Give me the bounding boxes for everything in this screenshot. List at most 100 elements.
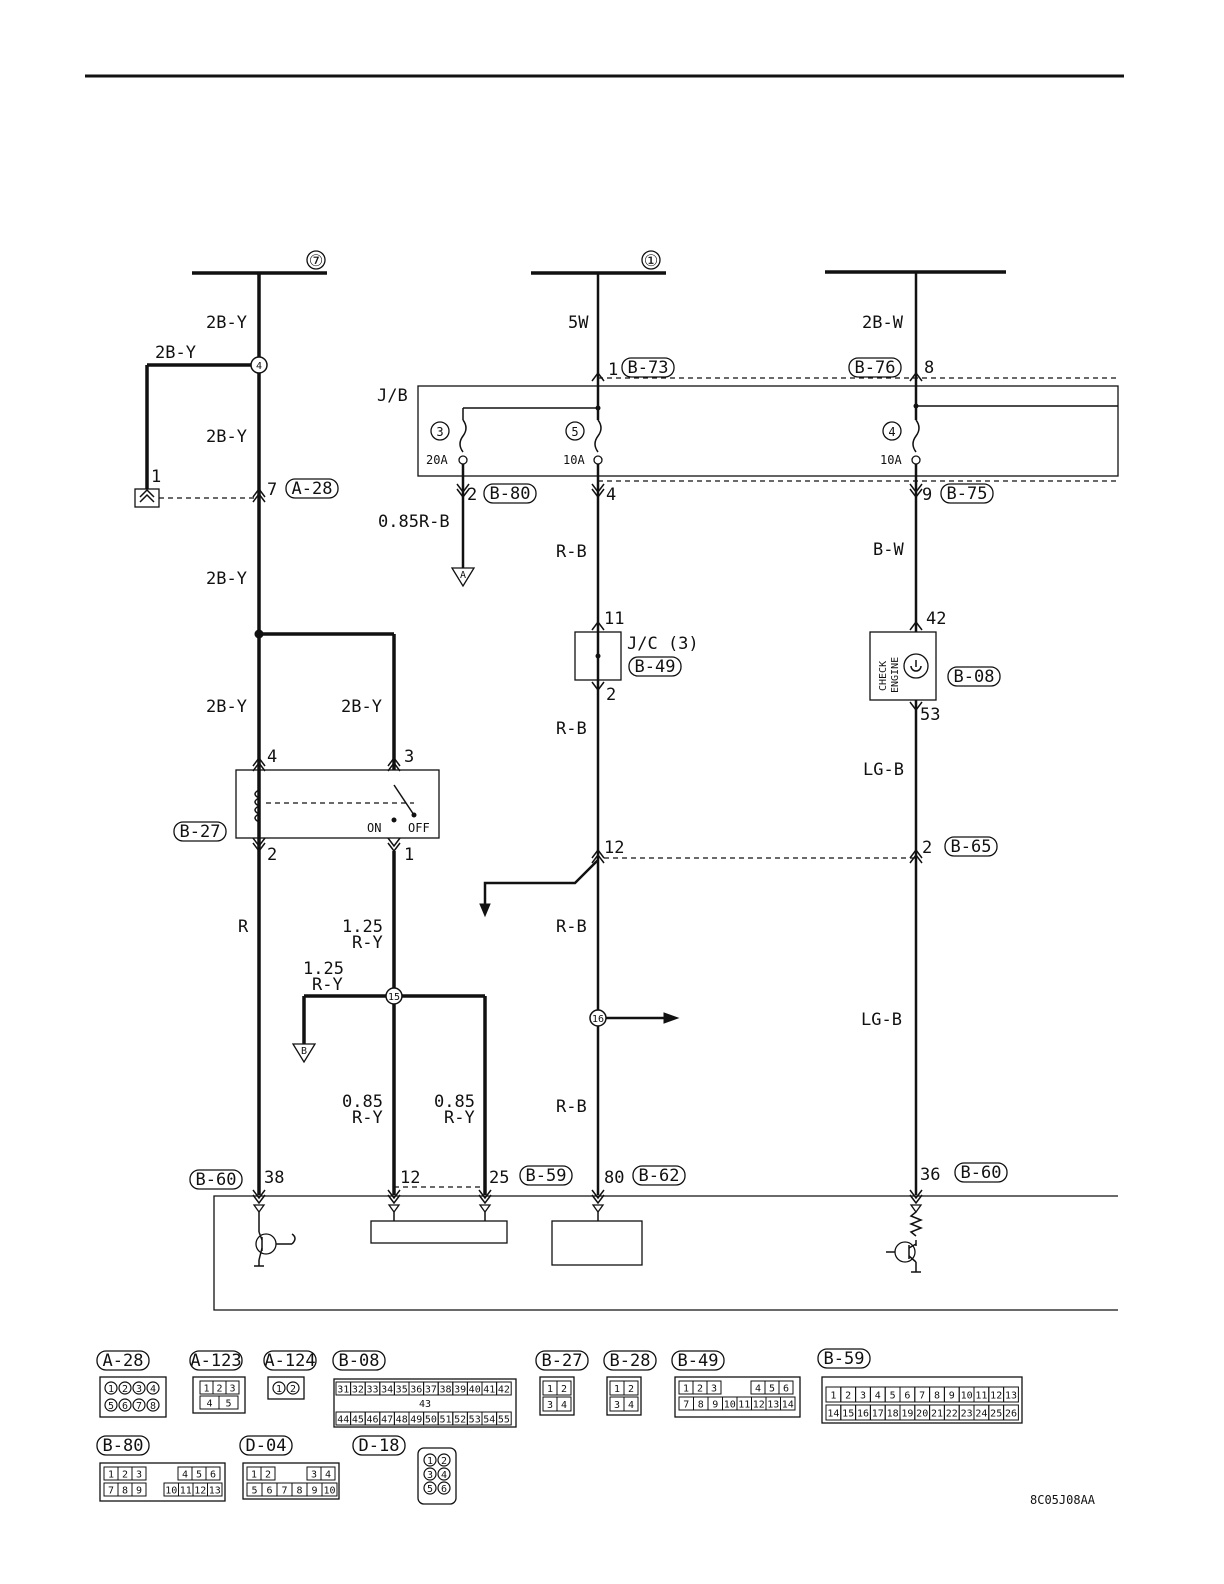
legend-pin-number: 15 <box>842 1409 854 1420</box>
legend-pin-number: 13 <box>209 1486 221 1497</box>
legend-pin-number: 33 <box>366 1385 378 1396</box>
legend-pin-number: 2 <box>697 1384 703 1395</box>
legend-pin-number: 8 <box>150 1401 156 1412</box>
wire-label-125ry-a-color: R-Y <box>352 933 383 953</box>
legend-pin-number: 2 <box>216 1384 222 1395</box>
legend-pin-number: 6 <box>441 1484 447 1495</box>
legend-pin-cell <box>423 1453 437 1467</box>
wire-label-125ry-a-size: 1.25 <box>342 917 383 937</box>
legend-pin-number: 8 <box>934 1391 940 1402</box>
wire-label-125ry-b-color: R-Y <box>312 975 343 995</box>
legend-pin-number: 17 <box>872 1409 884 1420</box>
legend-b08-mid-pin: 43 <box>419 1399 431 1410</box>
legend-pin-number: 6 <box>904 1391 910 1402</box>
legend-pin-cell <box>780 1396 796 1411</box>
wire-label-r: R <box>238 917 249 937</box>
wire-label-085ry-a-size: 0.85 <box>342 1092 383 1112</box>
legend-b80-label: B-80 <box>103 1436 144 1456</box>
connector-tag-b62 <box>632 1165 686 1186</box>
legend-pin-number: 5 <box>427 1484 433 1495</box>
legend-pin-number: 6 <box>266 1486 272 1497</box>
legend-pin-cell <box>706 1380 722 1395</box>
legend-pin-number: 4 <box>755 1384 761 1395</box>
ground-a-label: A <box>460 570 466 581</box>
legend-pin-number: 10 <box>724 1400 736 1411</box>
legend-pin-cell <box>1003 1404 1019 1421</box>
b76-pin-mark <box>909 371 923 382</box>
legend-pin-number: 40 <box>469 1385 481 1396</box>
legend-pin-number: 13 <box>767 1400 779 1411</box>
legend-pin-number: 53 <box>469 1415 481 1426</box>
legend-pin-number: 6 <box>122 1401 128 1412</box>
legend-pin-number: 2 <box>122 1470 128 1481</box>
legend-pin-cell <box>205 1466 221 1481</box>
pin-a28-7: 7 <box>267 480 277 500</box>
legend-pin-cell <box>207 1482 223 1497</box>
joint-connector-b49 <box>574 620 622 692</box>
legend-pin-number: 16 <box>857 1409 869 1420</box>
legend-pin-number: 3 <box>711 1384 717 1395</box>
legend-pin-number: 3 <box>136 1384 142 1395</box>
legend-pin-number: 18 <box>887 1409 899 1420</box>
legend-pin-cell <box>423 1467 437 1481</box>
legend-pin-number: 4 <box>150 1384 156 1395</box>
fuse-4-rating: 10A <box>880 453 902 467</box>
jc-label: J/C (3) <box>627 634 699 654</box>
wire-label-125ry-b-size: 1.25 <box>303 959 344 979</box>
pin-b80-2: 2 <box>467 485 477 505</box>
legend-pin-cell <box>437 1453 451 1467</box>
connector-tag-b73 <box>621 357 675 378</box>
wire-label-2by-mid: 2B-Y <box>206 427 247 447</box>
fuse-3 <box>430 419 468 465</box>
legend-pin-number: 1 <box>108 1384 114 1395</box>
fuse-5-number: 5 <box>571 425 578 439</box>
legend-pin-number: 25 <box>990 1409 1002 1420</box>
wire-label-rb-3: R-B <box>556 917 587 937</box>
wire-label-2by-relay3: 2B-Y <box>341 697 382 717</box>
legend-pin-number: 50 <box>425 1415 437 1426</box>
splice-15-label: 15 <box>388 992 400 1003</box>
legend-pin-cell <box>104 1398 118 1412</box>
junction-block <box>417 377 1119 482</box>
connector-b73-label: B-73 <box>628 358 669 378</box>
legend-pin-number: 5 <box>108 1401 114 1412</box>
legend-pin-number: 26 <box>1005 1409 1017 1420</box>
engine-ecu <box>213 1189 1118 1311</box>
connector-tag-b65 <box>944 836 998 857</box>
legend-pin-cell <box>1003 1386 1019 1403</box>
legend-pin-number: 8 <box>122 1486 128 1497</box>
connector-b60-right-label: B-60 <box>961 1163 1002 1183</box>
legend-pin-number: 1 <box>276 1384 282 1395</box>
legend-pin-cell <box>146 1381 160 1395</box>
pin-relay-3: 3 <box>404 747 414 767</box>
legend-pin-number: 3 <box>136 1470 142 1481</box>
legend-pin-number: 4 <box>875 1391 881 1402</box>
wire-label-2by-low: 2B-Y <box>206 569 247 589</box>
legend-pin-number: 3 <box>860 1391 866 1402</box>
legend-pin-number: 10 <box>323 1486 335 1497</box>
legend-pin-cell <box>260 1466 276 1481</box>
legend-d04-label: D-04 <box>246 1436 287 1456</box>
legend-pin-number: 9 <box>949 1391 955 1402</box>
legend-pin-cell <box>623 1380 639 1396</box>
pin-relay-2: 2 <box>267 845 277 865</box>
legend-pin-number: 21 <box>931 1409 943 1420</box>
wire-label-2by-relay4: 2B-Y <box>206 697 247 717</box>
legend-pin-number: 8 <box>296 1486 302 1497</box>
ground-b-label: B <box>301 1046 307 1057</box>
legend-pin-number: 48 <box>396 1415 408 1426</box>
legend-pin-number: 11 <box>975 1391 987 1402</box>
legend-pin-cell <box>321 1482 338 1497</box>
pin-b75-9: 9 <box>922 485 932 505</box>
legend-a28-label: A-28 <box>103 1351 144 1371</box>
legend-pin-cell <box>320 1466 336 1481</box>
